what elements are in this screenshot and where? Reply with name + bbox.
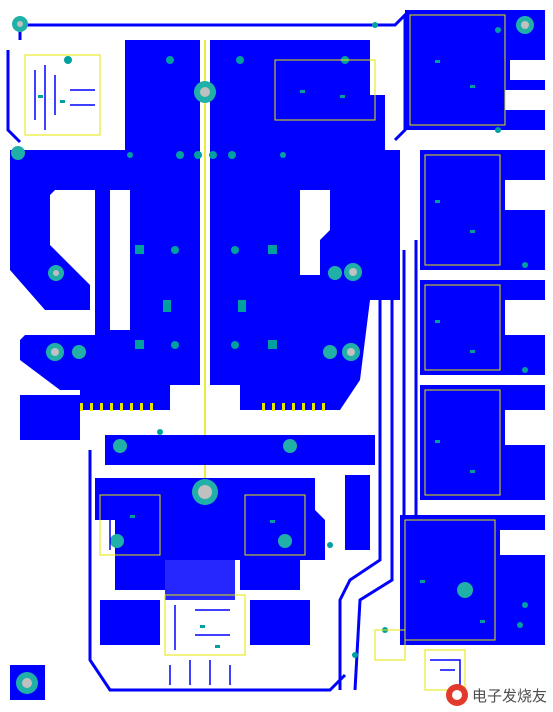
smd-pads — [38, 27, 528, 648]
pin-header-right — [262, 403, 325, 411]
left-copper-pour — [10, 40, 200, 410]
watermark-text: 电子发烧友 — [471, 686, 547, 705]
watermark: 电子发烧友 — [445, 684, 547, 706]
square-pads — [135, 245, 277, 349]
mounting-pads — [11, 16, 534, 694]
electronic-enthusiast-logo-icon — [445, 684, 468, 706]
pin-header-left — [80, 403, 153, 411]
lower-copper-pour — [95, 478, 325, 590]
signal-traces — [34, 20, 495, 685]
outline-traces — [6, 11, 418, 692]
silkscreen-components — [24, 14, 506, 691]
